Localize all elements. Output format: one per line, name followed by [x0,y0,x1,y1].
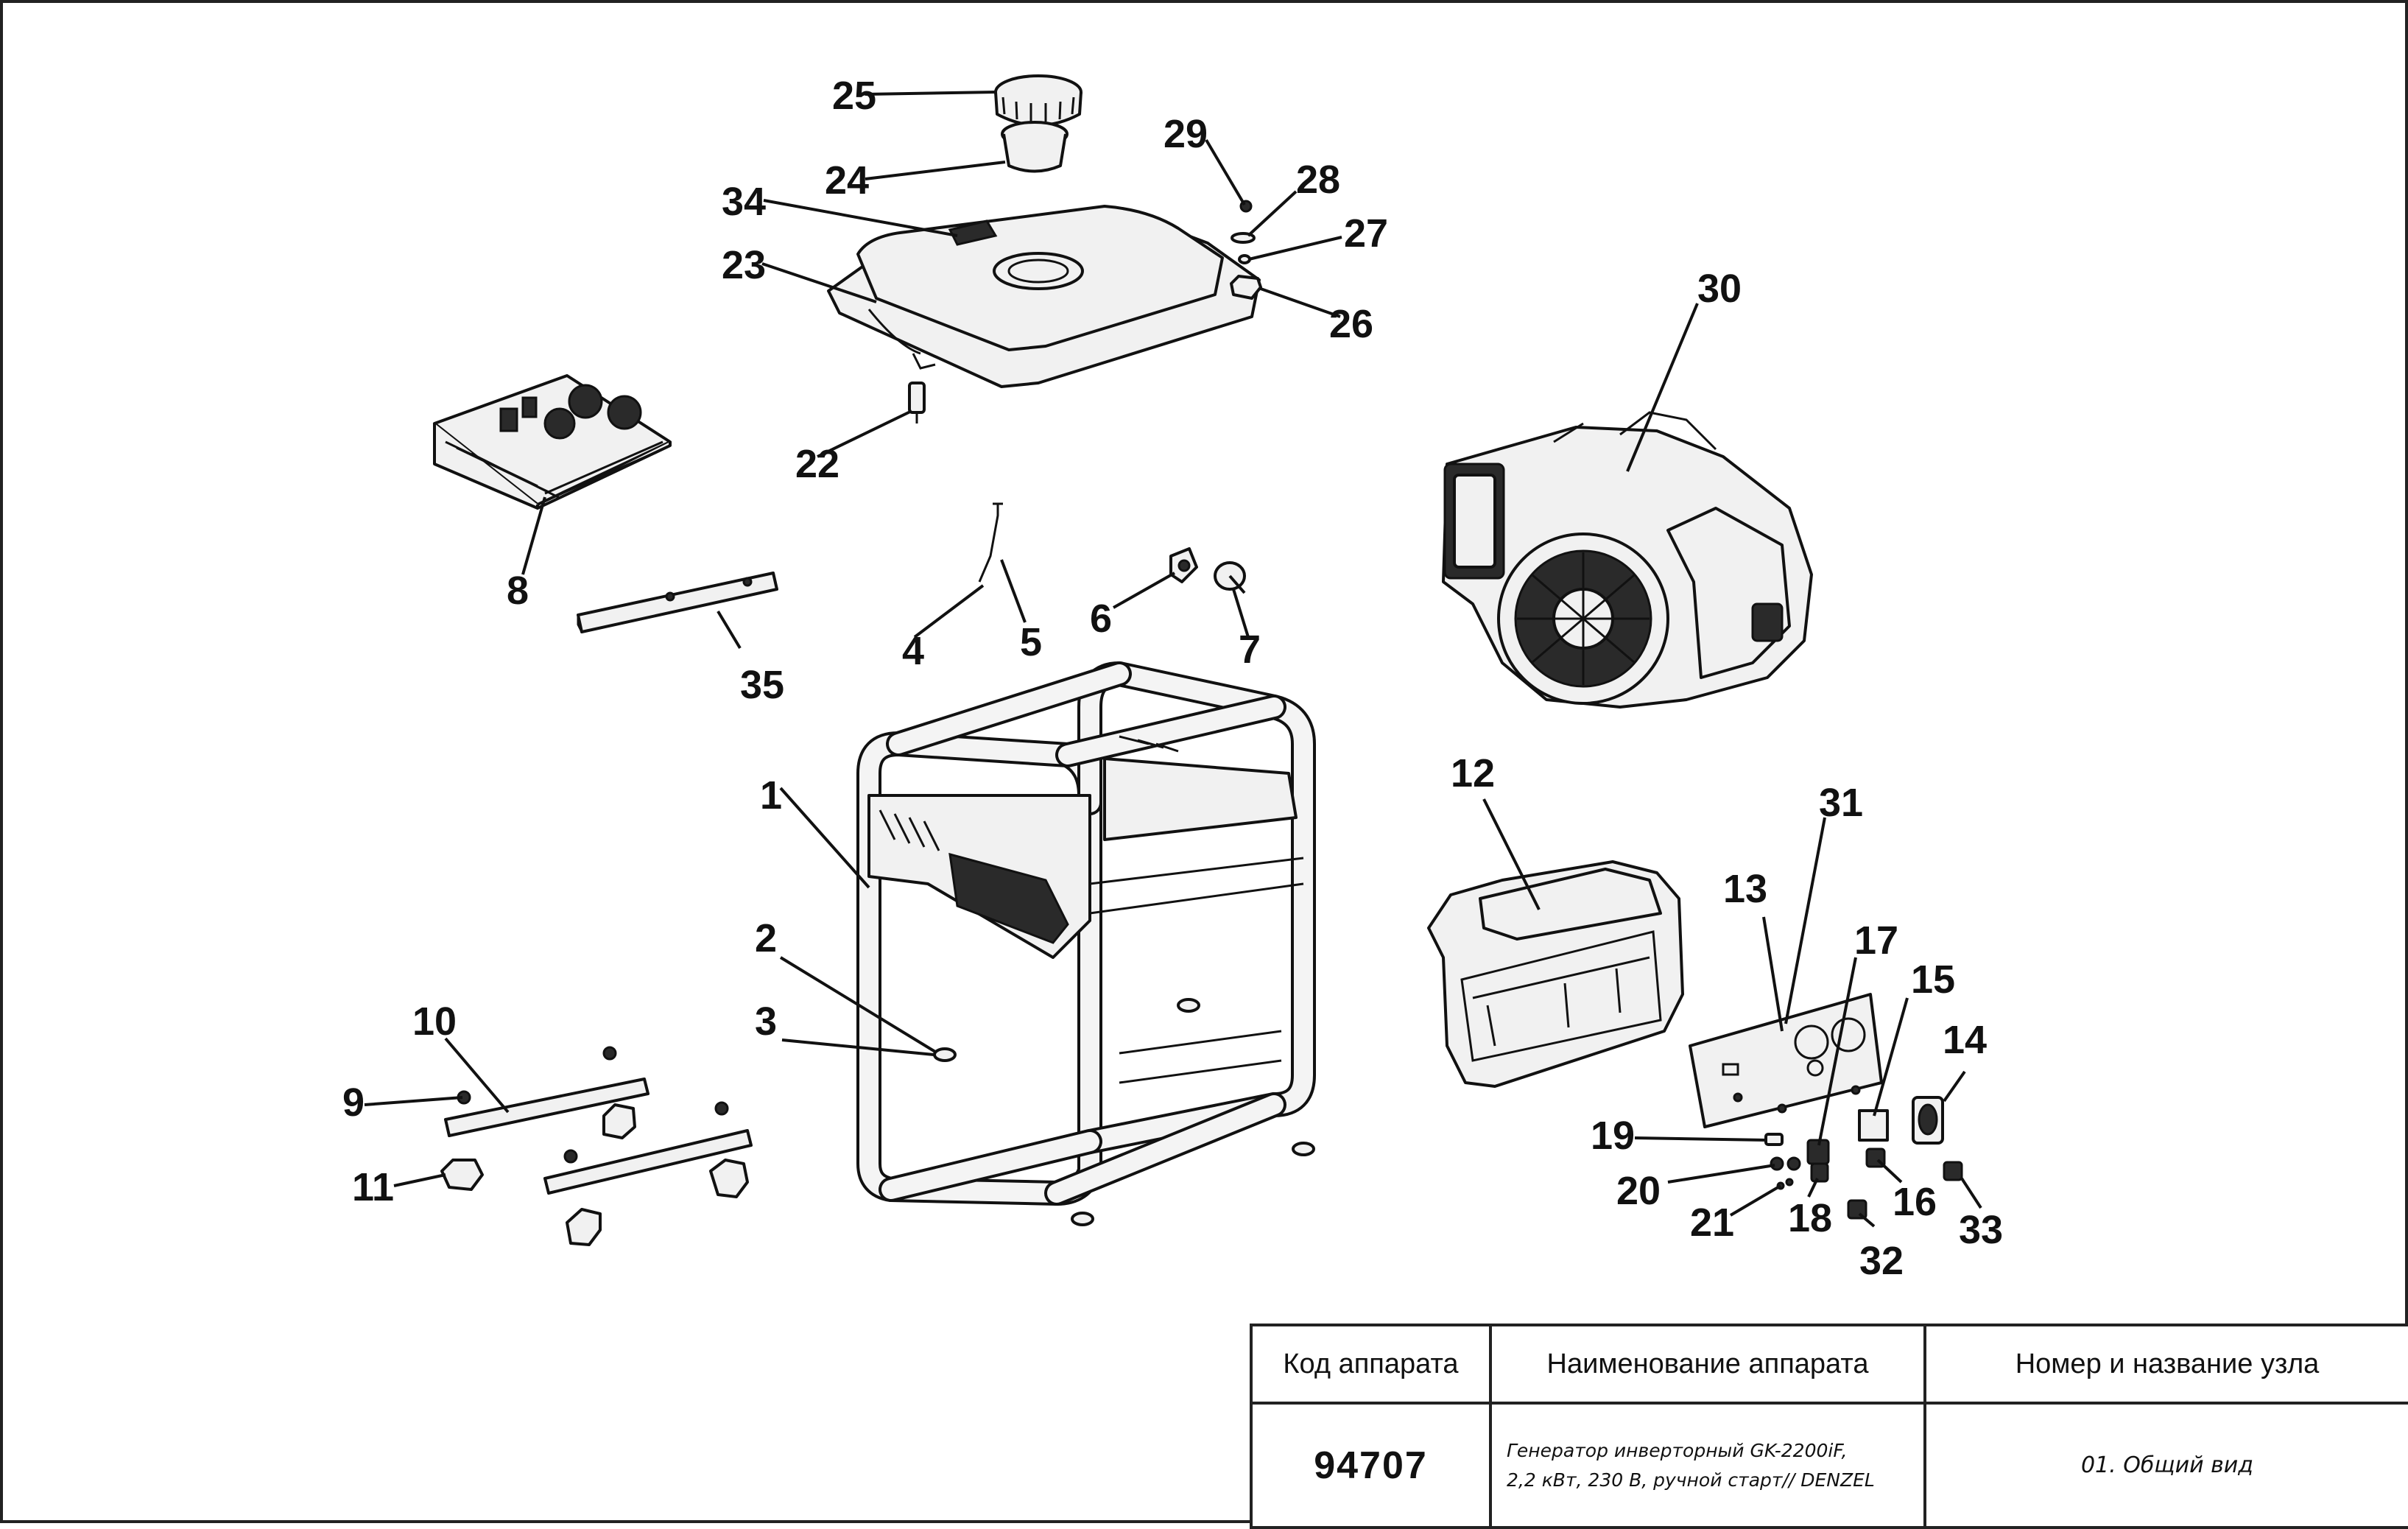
callout-12: 12 [1451,751,1495,795]
callout-3: 3 [755,999,777,1044]
panel-components [1764,1096,1963,1220]
callout-17: 17 [1854,918,1898,963]
callout-8: 8 [507,569,529,613]
tank-fastener-parts [1230,200,1262,300]
control-panel-part [1689,993,1883,1128]
callout-35: 35 [740,663,784,707]
header-code: Код аппарата [1250,1324,1492,1405]
skid-rails-feet-parts [440,1046,753,1246]
callout-4: 4 [902,629,924,673]
frame-part [856,661,1316,1226]
engine-part [1442,411,1813,709]
callout-20: 20 [1616,1169,1661,1213]
callout-5: 5 [1020,620,1042,664]
callout-22: 22 [795,442,839,486]
switch-knob-parts [1169,547,1246,594]
device-code: 94707 [1250,1402,1492,1529]
callout-19: 19 [1591,1114,1635,1158]
callout-13: 13 [1723,867,1767,911]
callout-labels: 25 24 34 23 22 29 28 27 26 30 8 35 4 5 6… [342,74,2003,1283]
callout-30: 30 [1697,267,1742,311]
callout-31: 31 [1819,781,1863,825]
choke-rod-part [978,502,1003,583]
callout-15: 15 [1911,957,1955,1002]
mount-bracket-part [577,572,778,633]
callout-32: 32 [1859,1239,1904,1283]
device-name-line2: 2,2 кВт, 230 В, ручной старт// DENZEL [1507,1469,1875,1491]
fuel-valve-part [908,382,926,423]
callout-9: 9 [342,1080,365,1125]
callout-18: 18 [1788,1196,1832,1240]
callout-23: 23 [722,243,766,287]
callout-26: 26 [1329,302,1373,346]
inverter-module-part [433,374,672,510]
node-name: 01. Общий вид [1923,1402,2408,1529]
callout-7: 7 [1239,628,1261,672]
callout-1: 1 [760,773,782,818]
callout-24: 24 [825,158,869,203]
callout-14: 14 [1943,1018,1987,1062]
fuel-cap-part [994,74,1082,127]
callout-11: 11 [352,1165,394,1209]
fuel-strainer-part [1001,121,1069,173]
device-name: Генератор инверторный GK-2200iF, 2,2 кВт… [1489,1402,1926,1529]
callout-16: 16 [1893,1180,1937,1224]
device-name-line1: Генератор инверторный GK-2200iF, [1507,1439,1848,1461]
callout-10: 10 [412,999,457,1044]
callout-27: 27 [1344,211,1388,256]
callout-2: 2 [755,916,777,960]
callout-29: 29 [1163,112,1208,156]
callout-25: 25 [832,74,876,118]
callout-33: 33 [1959,1208,2003,1252]
callout-34: 34 [722,180,766,224]
header-node: Номер и название узла [1923,1324,2408,1405]
fuel-tank-part [827,205,1261,388]
callout-28: 28 [1296,158,1340,202]
muffler-cover-part [1427,860,1684,1088]
callout-21: 21 [1690,1201,1734,1245]
header-name: Наименование аппарата [1489,1324,1926,1405]
callout-6: 6 [1090,597,1112,641]
leader-lines [364,91,1982,1228]
title-block-table: Код аппарата Наименование аппарата Номер… [1250,1324,2408,1529]
